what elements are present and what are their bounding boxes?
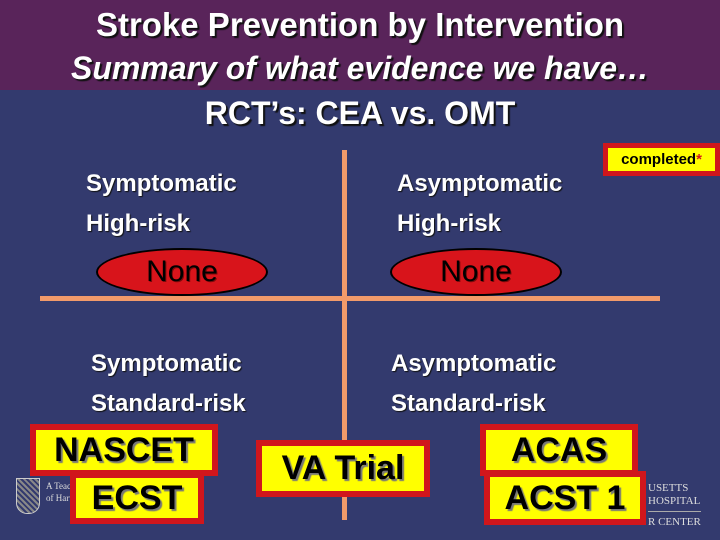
label-line1: Symptomatic	[86, 170, 237, 197]
label-line1: Symptomatic	[91, 350, 242, 377]
badge-label: completed	[621, 151, 697, 168]
trial-va: VA Trial	[256, 440, 430, 497]
logo-line: A Teach	[46, 481, 76, 491]
label-line1: Asymptomatic	[397, 170, 563, 197]
trial-acst-1: ACST 1	[484, 471, 646, 525]
completed-badge: completed*	[603, 143, 720, 176]
none-oval-right: None	[390, 248, 562, 296]
trial-nascet: NASCET	[30, 424, 218, 476]
title-band	[0, 0, 720, 90]
quadrant-asymptomatic-standard-risk: Asymptomatic Standard-risk	[391, 344, 556, 424]
none-oval-left: None	[96, 248, 268, 296]
slide-subtitle: Summary of what evidence we have…	[71, 50, 649, 86]
trial-ecst: ECST	[70, 472, 204, 524]
logo-line: R CENTER	[648, 516, 701, 528]
vertical-divider	[342, 150, 347, 520]
slide-title: Stroke Prevention by Intervention	[95, 6, 625, 43]
quadrant-asymptomatic-high-risk: Asymptomatic High-risk	[397, 164, 562, 244]
hospital-logo-text: USETTS HOSPITAL R CENTER	[648, 482, 701, 529]
horizontal-divider	[40, 296, 660, 301]
harvard-shield-logo	[16, 478, 40, 514]
trial-acas: ACAS	[480, 424, 638, 476]
logo-line: USETTS	[648, 482, 689, 494]
slide-heading: RCT’s: CEA vs. OMT	[204, 95, 516, 131]
label-line2: Standard-risk	[391, 390, 546, 417]
quadrant-symptomatic-high-risk: Symptomatic High-risk	[86, 164, 237, 244]
label-line2: High-risk	[397, 210, 502, 237]
quadrant-symptomatic-standard-risk: Symptomatic Standard-risk	[91, 344, 246, 424]
logo-line: HOSPITAL	[648, 495, 701, 512]
label-line2: Standard-risk	[91, 390, 246, 417]
label-line1: Asymptomatic	[391, 350, 557, 377]
logo-line: of Harv	[46, 493, 74, 503]
label-line2: High-risk	[86, 210, 191, 237]
harvard-logo-text: A Teach of Harv	[46, 480, 75, 504]
badge-asterisk: *	[696, 151, 702, 168]
